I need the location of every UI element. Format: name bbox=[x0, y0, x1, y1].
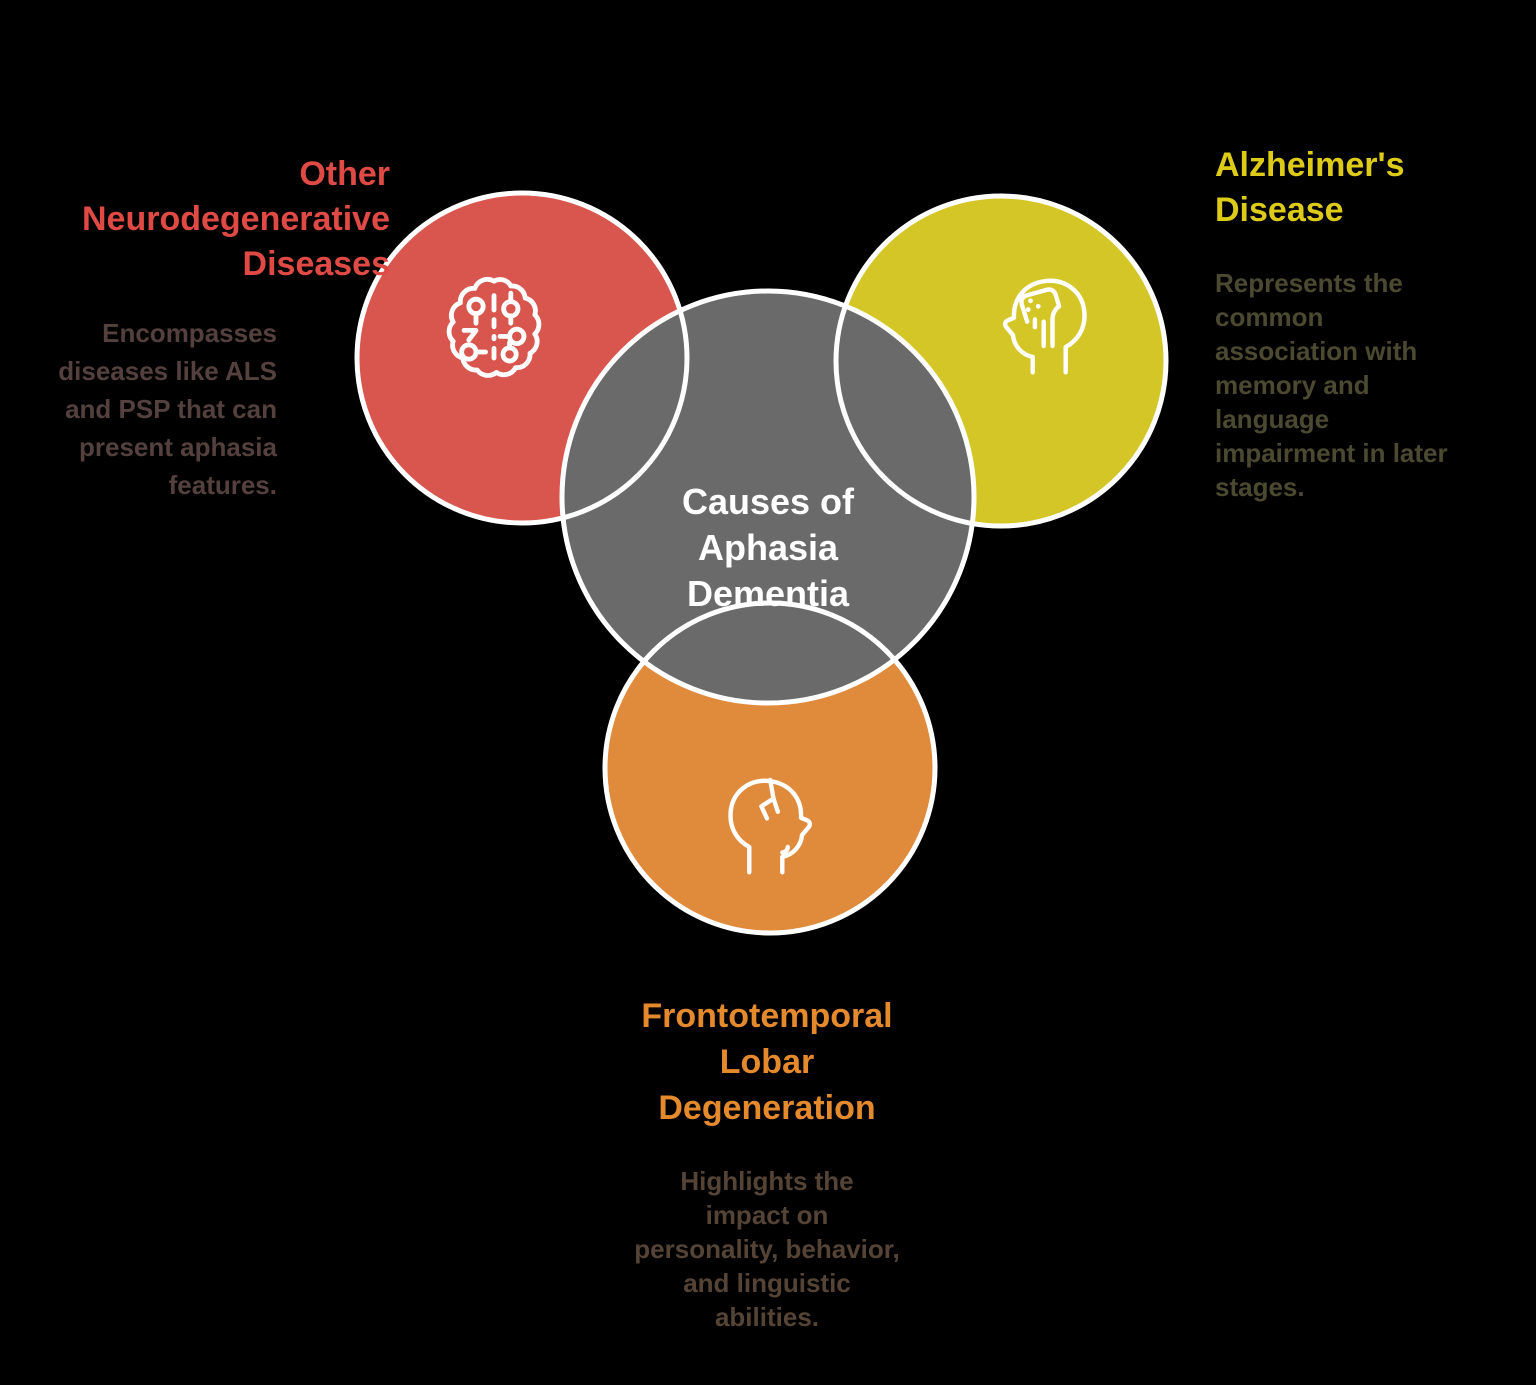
other-node-description: Encompasses diseases like ALS and PSP th… bbox=[58, 318, 277, 500]
center-circle-label: Causes of Aphasia Dementia bbox=[681, 481, 855, 614]
head-crack-icon bbox=[728, 777, 813, 875]
ftld-node-description: Highlights the impact on personality, be… bbox=[634, 1166, 900, 1332]
center-circle-outline bbox=[559, 288, 977, 706]
center-circle bbox=[562, 291, 974, 703]
alzheimers-node-title: Alzheimer's Disease bbox=[1215, 146, 1405, 229]
alzheimers-circle-outline bbox=[833, 193, 1169, 529]
brain-circuit-icon bbox=[446, 277, 542, 378]
alzheimers-head-icon bbox=[1002, 278, 1087, 375]
ftld-node-title: Frontotemporal Lobar Degeneration bbox=[641, 997, 893, 1127]
other-node-title: Other Neurodegenerative Diseases bbox=[82, 155, 390, 283]
other-circle-outline bbox=[354, 190, 690, 526]
ftld-circle-outline bbox=[602, 600, 938, 936]
alzheimers-node-description: Represents the common association with m… bbox=[1215, 268, 1448, 502]
